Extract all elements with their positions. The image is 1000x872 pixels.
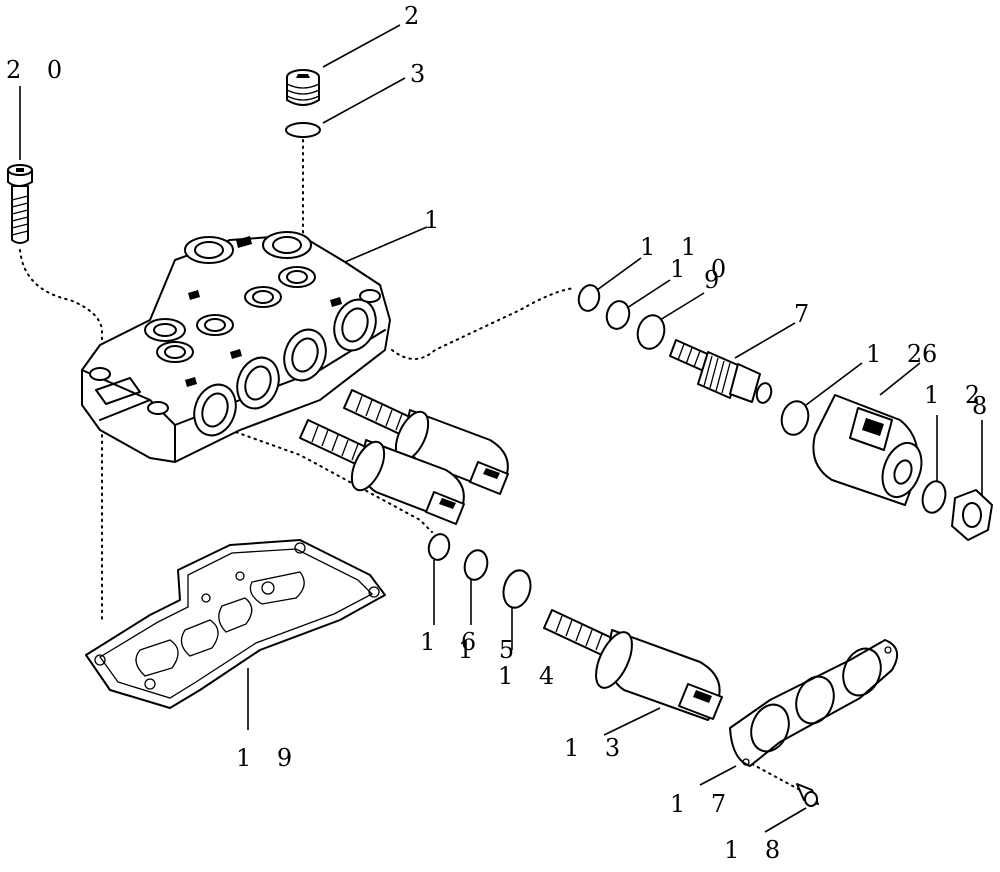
screw-18-part <box>796 783 819 807</box>
leader-6 <box>879 362 921 396</box>
callout-20: 2 0 <box>6 56 71 84</box>
solenoid-valve-13-part <box>543 609 723 721</box>
leader-2 <box>322 24 401 68</box>
leader-11 <box>596 257 642 291</box>
leader-3 <box>322 77 406 124</box>
o-ring-11-part <box>577 284 601 312</box>
gasket-screw-guide-line <box>751 763 801 791</box>
gasket-17-part <box>729 639 899 767</box>
leader-9 <box>659 292 705 321</box>
callout-11: 1 1 <box>640 233 705 261</box>
leader-13 <box>603 707 661 736</box>
hex-nut-part <box>951 489 993 541</box>
callout-13: 1 3 <box>564 734 629 762</box>
leader-lines <box>19 24 983 833</box>
o-ring-12b-part <box>921 480 947 514</box>
callout-1: 1 <box>424 206 448 234</box>
plug-o-ring-part <box>285 122 321 138</box>
callout-8: 8 <box>972 392 996 420</box>
o-ring-14-part <box>502 569 532 609</box>
o-ring-16-part <box>427 533 451 561</box>
o-ring-10-part <box>605 300 631 330</box>
leader-7 <box>734 322 796 359</box>
o-ring-9-part <box>636 314 666 350</box>
leader-18 <box>764 807 807 833</box>
callout-14: 1 4 <box>498 662 563 690</box>
callout-12a: 1 2 <box>866 340 931 368</box>
callout-10: 1 0 <box>670 255 735 283</box>
plug-part <box>286 69 320 106</box>
callout-7: 7 <box>794 300 818 328</box>
callout-12b: 1 2 <box>924 381 989 409</box>
callout-17: 1 7 <box>670 790 735 818</box>
screw-guide-line <box>19 249 103 621</box>
callout-15: 1 5 <box>458 636 523 664</box>
leader-10 <box>626 279 671 309</box>
cartridge-valve-part <box>669 339 773 404</box>
o-ring-12a-part <box>780 400 810 436</box>
callout-3: 3 <box>410 60 434 88</box>
valve-port-guide-line <box>391 287 576 360</box>
callout-19: 1 9 <box>236 744 301 772</box>
solenoid-valve-lower-part <box>299 419 465 525</box>
leader-1 <box>344 226 428 263</box>
callout-16: 1 6 <box>420 628 485 656</box>
leader-17 <box>699 765 737 786</box>
callout-9: 9 <box>704 266 728 294</box>
callout-18: 1 8 <box>724 836 789 864</box>
callout-6: 6 <box>922 340 946 368</box>
gasket-19-part <box>85 539 386 709</box>
cap-screw-part <box>7 164 33 244</box>
callout-labels: 2 3 2 0 1 1 1 1 0 9 7 1 2 6 1 2 8 1 6 1 … <box>6 2 996 864</box>
o-ring-15-part <box>463 549 489 581</box>
solenoid-coil-part <box>812 394 923 506</box>
leader-12a <box>805 362 863 406</box>
solenoid-valve-upper-part <box>343 389 509 495</box>
callout-2: 2 <box>404 2 428 30</box>
valve-body-part <box>81 231 391 463</box>
